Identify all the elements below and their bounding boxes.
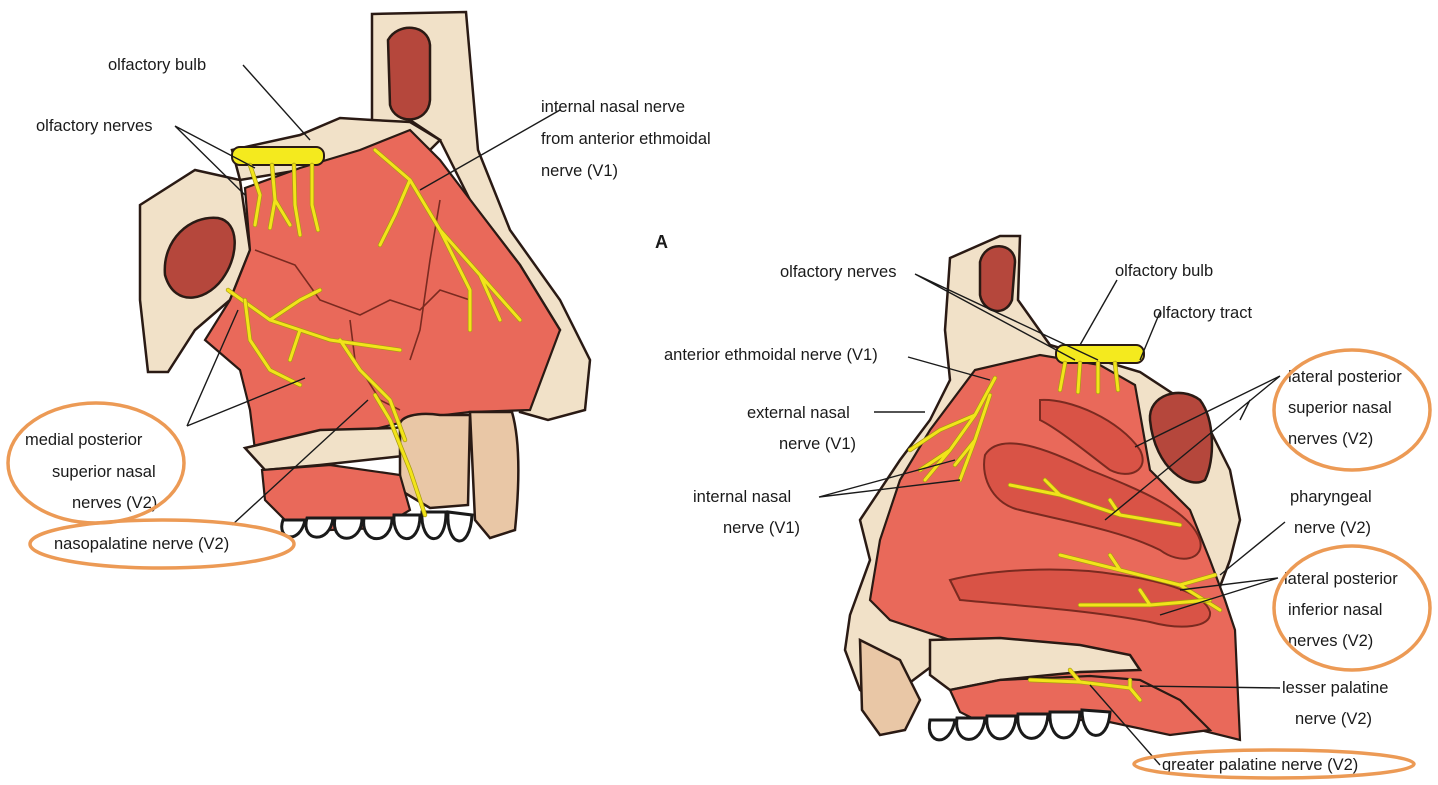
left-label-internal-nasal-2: from anterior ethmoidal bbox=[541, 130, 711, 148]
right-panel-lateral-wall: olfactory nerves olfactory bulb olfactor… bbox=[664, 236, 1430, 778]
right-label-lesser-palatine-1: lesser palatine bbox=[1282, 679, 1388, 697]
right-label-lat-post-inf-2: inferior nasal bbox=[1288, 601, 1382, 619]
left-label-olfactory-bulb: olfactory bulb bbox=[108, 56, 206, 74]
right-label-anterior-ethmoidal: anterior ethmoidal nerve (V1) bbox=[664, 346, 878, 364]
left-nasal-tip bbox=[470, 412, 518, 538]
left-premaxilla bbox=[399, 414, 470, 508]
right-label-lat-post-inf-1: lateral posterior bbox=[1284, 570, 1398, 588]
right-teeth bbox=[929, 710, 1110, 740]
left-frontal-sinus bbox=[388, 28, 430, 120]
right-label-external-nasal-1: external nasal bbox=[747, 404, 850, 422]
right-label-olfactory-tract: olfactory tract bbox=[1153, 304, 1252, 322]
right-label-external-nasal-2: nerve (V1) bbox=[779, 435, 856, 453]
right-label-lat-post-sup-1: lateral posterior bbox=[1288, 368, 1402, 386]
right-label-lat-post-sup-3: nerves (V2) bbox=[1288, 430, 1373, 448]
right-label-pharyngeal-2: nerve (V2) bbox=[1294, 519, 1371, 537]
right-frontal-sinus bbox=[980, 246, 1015, 311]
right-label-lat-post-inf-3: nerves (V2) bbox=[1288, 632, 1373, 650]
left-panel-septum: olfactory bulb olfactory nerves internal… bbox=[8, 12, 711, 568]
left-label-olfactory-nerves: olfactory nerves bbox=[36, 117, 152, 135]
left-label-medial-posterior-1: medial posterior bbox=[25, 431, 143, 449]
right-label-internal-nasal-2: nerve (V1) bbox=[723, 519, 800, 537]
right-label-pharyngeal-1: pharyngeal bbox=[1290, 488, 1372, 506]
right-label-greater-palatine: greater palatine nerve (V2) bbox=[1162, 756, 1358, 774]
left-label-medial-posterior-3: nerves (V2) bbox=[72, 494, 157, 512]
left-label-internal-nasal-1: internal nasal nerve bbox=[541, 98, 685, 116]
right-label-olfactory-bulb: olfactory bulb bbox=[1115, 262, 1213, 280]
left-label-nasopalatine: nasopalatine nerve (V2) bbox=[54, 535, 229, 553]
left-label-medial-posterior-2: superior nasal bbox=[52, 463, 156, 481]
right-label-lat-post-sup-2: superior nasal bbox=[1288, 399, 1392, 417]
right-label-olfactory-nerves: olfactory nerves bbox=[780, 263, 896, 281]
right-olfactory-bulb bbox=[1056, 345, 1144, 363]
left-label-internal-nasal-3: nerve (V1) bbox=[541, 162, 618, 180]
panel-letter: A bbox=[655, 232, 668, 252]
right-label-lesser-palatine-2: nerve (V2) bbox=[1295, 710, 1372, 728]
left-olfactory-bulb bbox=[232, 147, 324, 165]
right-label-internal-nasal-1: internal nasal bbox=[693, 488, 791, 506]
